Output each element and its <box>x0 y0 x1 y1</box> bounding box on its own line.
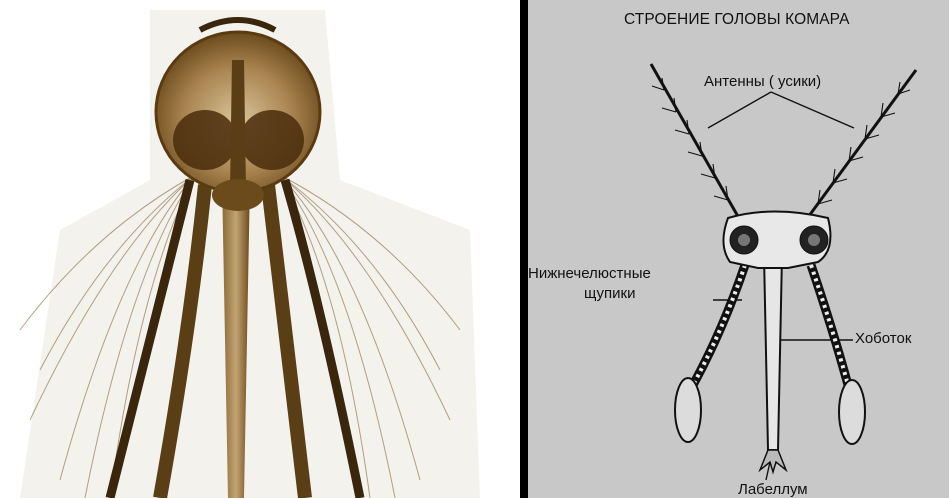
mosquito-head-diagram: СТРОЕНИЕ ГОЛОВЫ КОМАРА Антенны ( усики) … <box>528 0 949 498</box>
diagram-title: СТРОЕНИЕ ГОЛОВЫ КОМАРА <box>624 12 850 28</box>
panel-divider <box>520 0 528 498</box>
mosquito-head-photo <box>0 0 520 498</box>
antenna-leader-right <box>771 92 854 128</box>
palps-label-line1: Нижнечелюстные <box>528 266 651 281</box>
labellum-label: Лабеллум <box>738 482 808 497</box>
mosquito-photo-illustration <box>0 0 520 498</box>
antennae-label: Антенны ( усики) <box>704 74 821 89</box>
antenna-leader-left <box>708 92 771 128</box>
proboscis-label: Хоботок <box>855 331 911 346</box>
palps-label-line2: щупики <box>584 286 635 301</box>
